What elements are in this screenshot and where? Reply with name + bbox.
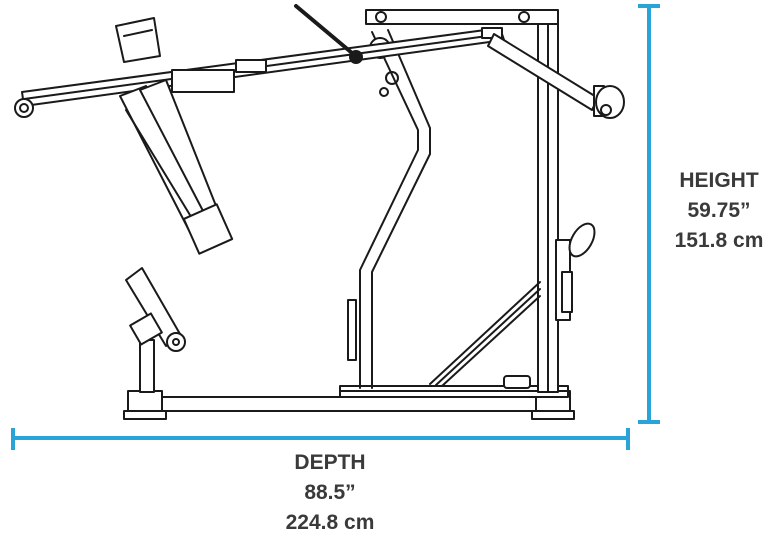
depth-imperial: 88.5” [304,481,356,504]
height-metric: 151.8 cm [674,229,764,252]
height-imperial: 59.75” [687,199,751,222]
base-frame [123,385,575,420]
side-handle [561,222,596,313]
depth-dimension-line [11,428,630,450]
depth-title: DEPTH [294,451,366,474]
diagonal-brace [429,281,541,389]
depth-metric: 224.8 cm [285,511,375,534]
foot-rest [125,267,186,393]
height-title: HEIGHT [679,169,759,192]
pivot-arm [347,29,431,389]
depth-label: DEPTH 88.5” 224.8 cm [250,448,410,538]
height-dimension-line [638,4,660,424]
rear-lever [487,33,625,119]
height-label: HEIGHT 59.75” 151.8 cm [655,166,783,256]
back-pad [115,17,234,255]
